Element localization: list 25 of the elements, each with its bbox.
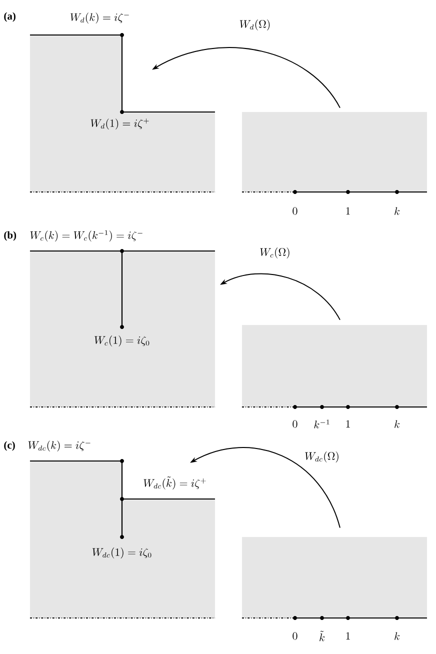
axis-point-label: $k$ [394,420,400,428]
axis-point-label: $1$ [346,420,350,428]
edge-label: $W_{dc}(\Omega)$ [305,452,338,462]
half-plane-region [242,112,427,194]
formula-label: $W_{dc}(\tilde{k}) = i\zeta^{+}$ [144,476,206,490]
shaded-region [30,249,216,408]
axis-point-label: $0$ [292,420,298,428]
panel-label: (c) [4,441,15,451]
shaded-region [30,459,216,618]
half-plane-region [242,537,427,620]
panel-label: (b) [4,231,16,241]
half-plane-region [242,325,427,409]
edge-label: $W_c(\Omega)$ [260,248,290,258]
formula-label: $W_d(1) = i\zeta^{+}$ [90,118,149,130]
axis-point-label: $0$ [292,632,298,640]
shaded-region [30,33,216,192]
formula-label: $W_c(1) = i\zeta_0$ [94,336,150,346]
panel-label: (a) [4,12,16,22]
axis-point-label: $0$ [292,207,298,215]
axis-point-label: $k$ [394,207,400,215]
formula-label: $W_{dc}(1) = i\zeta_0$ [92,548,152,558]
axis-point-label: $k$ [394,632,400,640]
axis-point-label: $1$ [346,207,350,215]
axis-point-label: $1$ [346,632,350,640]
edge-label: $W_d(\Omega)$ [240,20,270,30]
